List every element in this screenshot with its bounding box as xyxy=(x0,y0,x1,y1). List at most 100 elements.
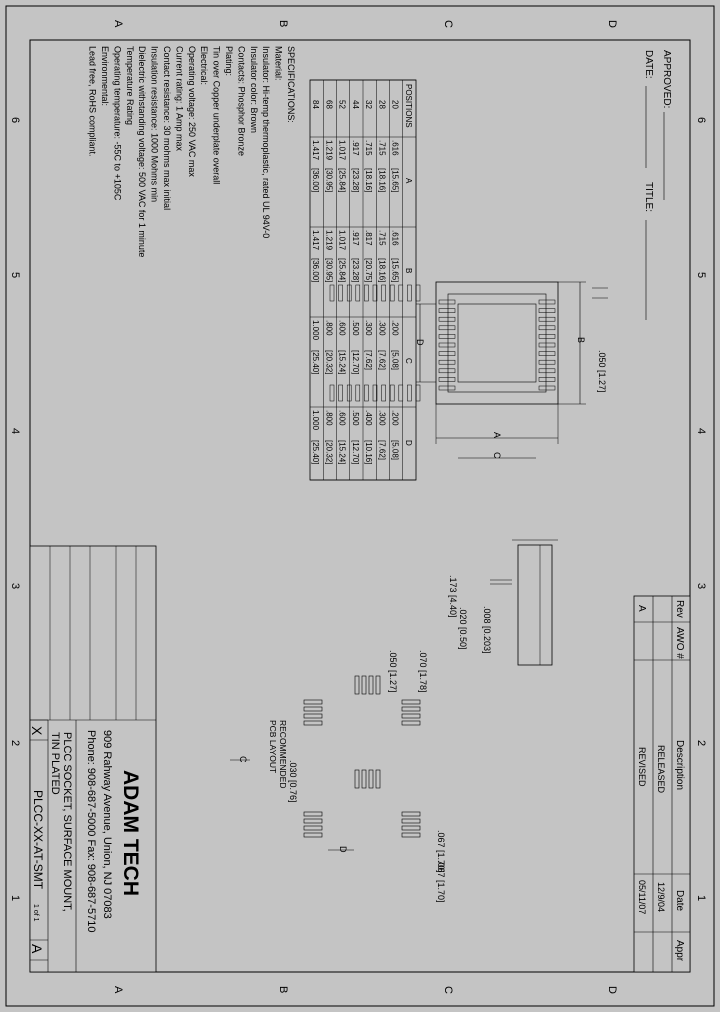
dimension-cell: .800 xyxy=(324,320,333,336)
height-callout: .173 [4.40] xyxy=(448,575,458,618)
dimension-cell: [18.16] xyxy=(377,168,386,192)
specification-line: Lead free, RoHS compliant. xyxy=(88,46,98,157)
dim-a-label: A xyxy=(492,432,502,438)
specification-line: Plating: xyxy=(224,46,234,76)
dimension-cell: 1.219 xyxy=(324,140,333,161)
appr-header: Appr xyxy=(674,940,685,962)
grid-col-label: 1 xyxy=(695,895,707,901)
dimension-cell: 1.017 xyxy=(338,140,347,161)
dimension-cell: [15.24] xyxy=(338,350,347,374)
dimension-cell: .600 xyxy=(338,410,347,426)
grid-col-label: 1 xyxy=(9,895,21,901)
positions-cell: 20 xyxy=(391,100,400,109)
dimension-cell: [7.62] xyxy=(364,350,373,370)
dimension-cell: .500 xyxy=(351,410,360,426)
dimension-cell: [23.28] xyxy=(351,258,360,282)
dimension-cell: [18.16] xyxy=(364,168,373,192)
specification-line: Tin over Copper underplate overall xyxy=(212,46,222,184)
revision-table: Rev AWO # Description Date Appr RELEASED… xyxy=(633,595,691,973)
specification-line: SPECIFICATIONS: xyxy=(286,46,296,123)
grid-col-label: 2 xyxy=(695,740,707,746)
revision-date: 12/9/04 xyxy=(656,882,666,912)
positions-cell: 28 xyxy=(377,100,386,109)
pcb-layout: RECOMMENDED PCB LAYOUT .070 [1.78] .050 … xyxy=(230,650,446,903)
side-body xyxy=(517,544,553,666)
outer-border xyxy=(5,5,715,1007)
part-description-line2: TIN PLATED xyxy=(49,732,61,795)
dimension-cell: [10.16] xyxy=(364,440,373,464)
specification-line: Dielectric withstanding voltage: 500 VAC… xyxy=(137,46,147,257)
lead-width-callout: .020 [0.50] xyxy=(458,607,468,650)
dimension-cell: 1.017 xyxy=(338,230,347,251)
grid-col-label: 6 xyxy=(9,117,21,123)
revision-rev: A xyxy=(636,605,647,612)
positions-cell: 84 xyxy=(311,100,320,109)
dimension-cell: [20.32] xyxy=(324,440,333,464)
socket-side-view: .173 [4.40] .020 [0.50] .008 [0.203] xyxy=(448,539,558,666)
dimension-cell: [15.65] xyxy=(391,258,400,282)
dimension-cell: .200 xyxy=(391,410,400,426)
pad-spacing-c-callout: .067 [1.70] xyxy=(436,830,446,873)
dimension-cell: [5.08] xyxy=(391,440,400,460)
approval-header: APPROVED: DATE: TITLE: xyxy=(643,50,672,320)
dimension-cell: [36.00] xyxy=(311,258,320,282)
dimension-cell: .800 xyxy=(324,410,333,426)
part-number: PLCC-XX-AT-SMT xyxy=(31,790,45,890)
revision-description: REVISED xyxy=(637,747,647,787)
dimension-a-header: A xyxy=(404,178,413,184)
dimension-cell: .616 xyxy=(391,140,400,156)
pcb-layout-line1: RECOMMENDED xyxy=(278,720,288,788)
lead-thickness-callout: .008 [0.203] xyxy=(482,606,492,654)
specification-line: Electrical: xyxy=(199,46,209,85)
grid-row-label: C xyxy=(442,20,454,28)
specification-line: Operating voltage: 250 VAC max xyxy=(187,46,197,177)
dimension-c-header: C xyxy=(404,358,413,364)
specification-line: Environmental: xyxy=(100,46,110,106)
dimension-cell: 1.417 xyxy=(311,230,320,251)
grid-row-label: D xyxy=(606,986,618,994)
dimension-cell: [20.32] xyxy=(324,350,333,374)
dimension-cell: [5.08] xyxy=(391,350,400,370)
positions-table: POSITIONSABCD20.616[15.65].616[15.65].20… xyxy=(309,79,417,481)
dim-d-label: D xyxy=(415,339,425,346)
pitch-callout: .050 [1.27] xyxy=(597,350,607,393)
dimension-cell: .300 xyxy=(377,320,386,336)
specifications-block: SPECIFICATIONS:Material:Insulator: Hi-te… xyxy=(88,46,296,257)
specification-line: Current rating: 1 Amp max xyxy=(174,46,184,152)
title-label: TITLE: xyxy=(643,182,654,212)
dimension-cell: [25.40] xyxy=(311,350,320,374)
grid-col-label: 4 xyxy=(9,428,21,434)
dimension-cell: .817 xyxy=(364,230,373,246)
scale-value: X xyxy=(29,726,45,736)
description-header: Description xyxy=(674,740,685,790)
title-rev: A xyxy=(29,944,45,954)
pcb-dim-c-label: C xyxy=(238,756,248,763)
dimension-cell: [15.24] xyxy=(338,440,347,464)
positions-cell: 68 xyxy=(324,100,333,109)
title-block: ADAM TECH 909 Rahway Avenue, Union, NJ 0… xyxy=(29,545,157,973)
grid-labels: 6 5 4 3 2 1 6 5 4 3 2 1 D C B A D C B A xyxy=(9,20,707,994)
dimension-cell: [30.95] xyxy=(324,168,333,192)
specification-line: Contact resistance: 30 mohms max initial xyxy=(162,46,172,210)
grid-row-label: A xyxy=(112,986,124,994)
dimension-cell: [30.95] xyxy=(324,258,333,282)
socket-top-view: B D A C .050 [1.27] xyxy=(329,281,608,459)
dimension-cell: .200 xyxy=(391,320,400,336)
company-phone: Phone: 908-687-5000 Fax: 908-687-5710 xyxy=(85,730,97,932)
pcb-layout-line2: PCB LAYOUT xyxy=(268,720,278,773)
grid-col-label: 6 xyxy=(695,117,707,123)
dimension-b-header: B xyxy=(404,268,413,273)
pcb-dim-d-label: D xyxy=(338,846,348,853)
grid-row-label: B xyxy=(277,20,289,27)
dimension-cell: .600 xyxy=(338,320,347,336)
pad-length-callout: .070 [1.78] xyxy=(418,650,428,693)
dimension-cell: .616 xyxy=(391,230,400,246)
specification-line: Insulator color: Brown xyxy=(249,46,259,133)
part-description-line1: PLCC SOCKET, SURFACE MOUNT, xyxy=(61,732,73,912)
dimension-cell: 1.000 xyxy=(311,320,320,341)
date-header: Date xyxy=(674,890,685,912)
dimension-cell: .300 xyxy=(364,320,373,336)
dimension-cell: [25.84] xyxy=(338,258,347,282)
